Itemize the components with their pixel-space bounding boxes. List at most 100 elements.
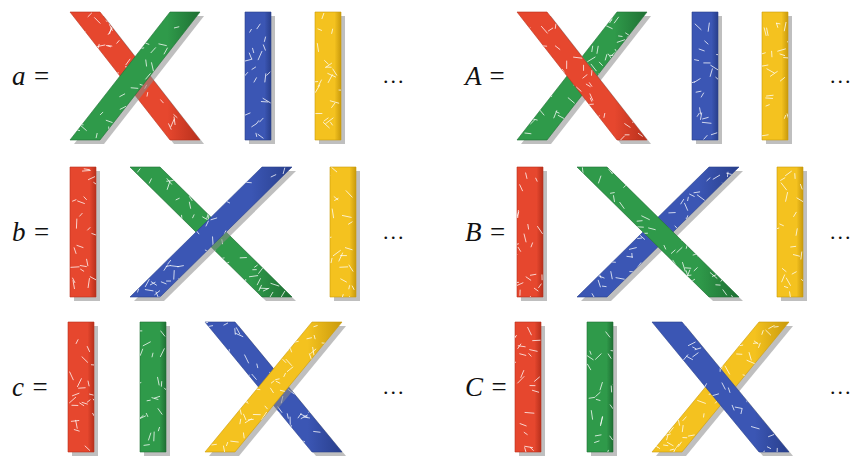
speckle xyxy=(205,355,210,363)
speckle xyxy=(93,72,99,73)
speckle xyxy=(89,101,96,105)
speckle xyxy=(230,356,233,359)
speckle xyxy=(260,215,264,217)
speckle xyxy=(138,91,144,99)
speckle xyxy=(331,258,332,263)
speckle xyxy=(750,334,754,338)
speckle xyxy=(309,378,315,380)
speckle xyxy=(700,185,704,188)
speckle xyxy=(257,24,261,29)
speckle xyxy=(154,396,160,398)
speckle xyxy=(550,136,552,139)
speckle xyxy=(171,293,172,298)
speckle xyxy=(240,409,241,414)
speckle xyxy=(79,98,88,101)
speckle xyxy=(642,25,647,30)
speckle xyxy=(529,51,532,54)
speckle xyxy=(207,435,213,436)
speckle xyxy=(640,35,643,44)
speckle xyxy=(570,102,573,111)
speckle xyxy=(183,105,185,114)
speckle xyxy=(793,212,796,217)
speckle xyxy=(518,23,519,32)
speckle xyxy=(271,339,276,341)
speckle xyxy=(121,33,124,41)
speckle xyxy=(264,225,266,229)
speckle xyxy=(711,133,717,135)
speckle xyxy=(287,413,288,418)
speckle xyxy=(721,277,724,282)
speckle xyxy=(71,266,80,268)
speckle xyxy=(703,62,710,63)
speckle xyxy=(628,51,637,53)
speckle xyxy=(282,289,285,294)
speckle xyxy=(78,124,84,125)
speckle xyxy=(597,198,602,200)
speckle xyxy=(334,198,338,201)
speckle xyxy=(108,27,113,35)
speckle xyxy=(189,202,190,209)
speckle xyxy=(652,400,658,402)
speckle xyxy=(519,108,523,109)
speckle xyxy=(786,192,788,202)
speckle xyxy=(277,285,280,292)
speckle xyxy=(88,68,89,72)
speckle xyxy=(601,236,609,239)
speckle xyxy=(176,198,180,200)
speckle xyxy=(130,285,136,289)
speckle xyxy=(206,326,213,327)
speckle xyxy=(657,392,662,393)
speckle xyxy=(780,178,785,181)
speckle xyxy=(697,400,706,403)
speckle xyxy=(693,437,698,441)
speckle xyxy=(96,133,97,138)
speckle xyxy=(296,323,300,328)
speckle xyxy=(586,84,591,87)
speckle xyxy=(736,324,740,325)
speckle xyxy=(242,402,248,403)
speckle xyxy=(324,175,330,183)
speckle xyxy=(654,378,659,381)
speckle xyxy=(620,202,625,209)
speckle xyxy=(186,280,192,287)
speckle xyxy=(90,57,96,59)
speckle xyxy=(203,289,211,290)
speckle xyxy=(266,72,270,76)
speckle xyxy=(85,80,87,86)
speckle xyxy=(728,329,734,335)
speckle xyxy=(92,98,94,105)
speckle xyxy=(598,280,600,287)
speckle xyxy=(641,190,642,195)
speckle xyxy=(610,71,612,80)
speckle xyxy=(728,428,733,434)
speckle xyxy=(266,203,275,206)
speckle xyxy=(321,369,325,373)
speckle xyxy=(168,260,171,264)
speckle xyxy=(582,226,588,229)
speckle xyxy=(640,184,644,185)
braid-strand xyxy=(245,12,271,140)
speckle xyxy=(181,215,183,223)
speckle xyxy=(145,290,154,291)
speckle xyxy=(93,80,97,81)
speckle xyxy=(716,418,717,428)
speckle xyxy=(590,94,593,101)
braid-strand xyxy=(762,12,788,140)
speckle xyxy=(673,391,677,394)
speckle xyxy=(800,252,802,260)
speckle xyxy=(106,45,111,46)
speckle xyxy=(638,133,643,136)
speckle xyxy=(271,381,274,384)
speckle xyxy=(97,44,100,54)
speckle xyxy=(525,447,527,453)
speckle xyxy=(525,412,535,414)
speckle xyxy=(269,442,277,443)
speckle xyxy=(598,285,602,290)
generator-name: A = xyxy=(465,63,506,90)
speckle xyxy=(541,274,542,280)
speckle xyxy=(65,18,72,21)
speckle xyxy=(796,228,797,235)
speckle xyxy=(554,133,556,137)
speckle xyxy=(271,283,280,286)
speckle xyxy=(646,24,655,26)
